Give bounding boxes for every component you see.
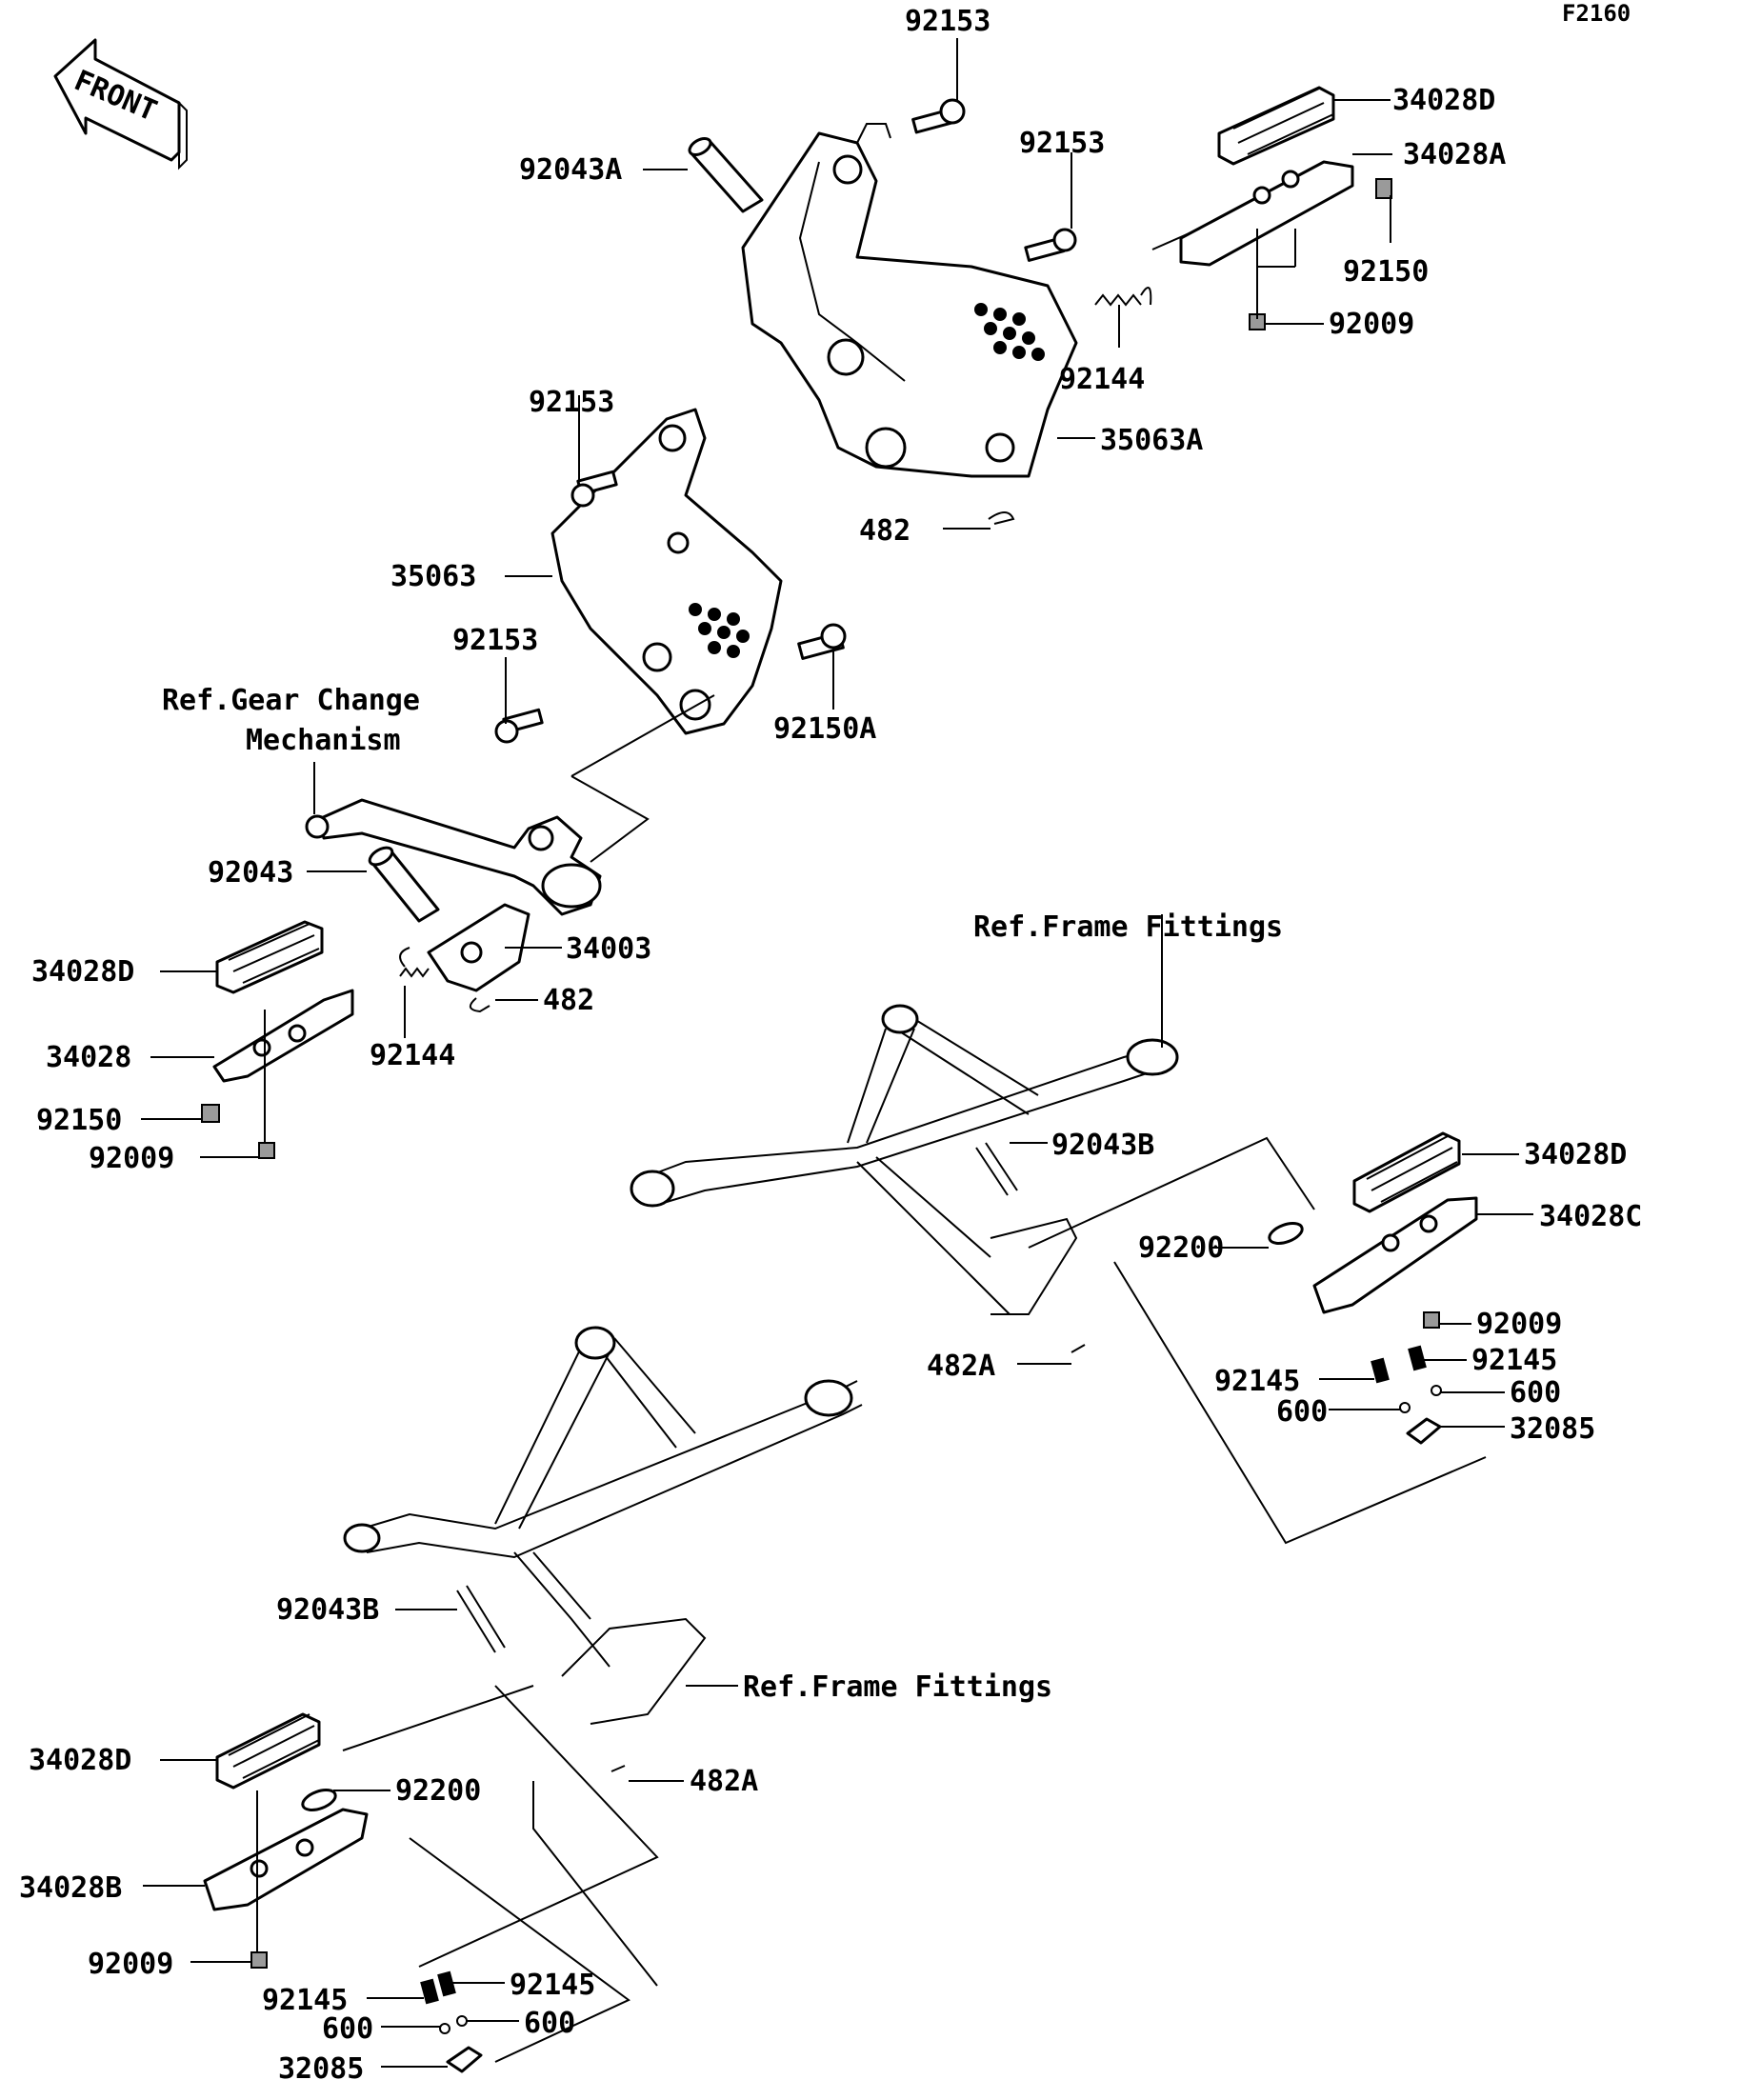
spring-92144-left [399, 947, 430, 978]
label-34028d-rr: 34028D [1524, 1138, 1627, 1171]
label-92150-right: 92150 [1343, 255, 1429, 289]
label-92153-top: 92153 [905, 5, 991, 38]
label-34028c: 34028C [1539, 1200, 1642, 1233]
bolt-92150-right [1375, 178, 1392, 199]
washer-92200-right [1268, 1222, 1304, 1245]
label-92200-left: 92200 [395, 1774, 481, 1808]
label-35063a: 35063A [1100, 424, 1203, 457]
pin-92043a [688, 136, 764, 213]
frame-bracket-right [630, 1004, 1179, 1315]
label-92009-right: 92009 [1329, 308, 1414, 341]
footpeg-34028a [1179, 160, 1354, 267]
label-32085-left: 32085 [278, 2052, 364, 2086]
clip-482a-left [610, 1765, 626, 1772]
label-482-right: 482 [859, 514, 911, 548]
label-32085-right: 32085 [1510, 1412, 1595, 1446]
label-34028: 34028 [46, 1041, 131, 1074]
label-92153-left2: 92153 [452, 624, 538, 657]
label-34028b: 34028B [19, 1871, 122, 1905]
footpeg-rubber-34028d-bl [215, 1712, 321, 1790]
bolt-92150-left [201, 1104, 220, 1123]
front-arrow-icon: FRONT [53, 38, 188, 170]
label-600-right2: 600 [1510, 1376, 1561, 1410]
springs-92145-left [420, 1970, 456, 2005]
bolt-92009-left [258, 1142, 275, 1159]
label-600-left2: 600 [524, 2007, 575, 2040]
pin-92043b-right [975, 1142, 1018, 1196]
footpeg-rubber-34028d-rr [1352, 1131, 1461, 1213]
springs-92145-right [1371, 1345, 1427, 1384]
footpeg-holder-34003 [427, 903, 530, 992]
label-92009-bottom-left: 92009 [88, 1948, 173, 1981]
clip-482-right [988, 511, 1015, 525]
footpeg-34028c [1312, 1196, 1478, 1314]
bolt-92153-top [911, 98, 966, 134]
frame-bracket-left [343, 1326, 863, 1725]
gear-change-pedal [305, 798, 602, 916]
label-92153-mid: 92153 [1019, 127, 1105, 160]
bolt-92009-rr [1423, 1311, 1440, 1329]
label-600-left1: 600 [322, 2012, 373, 2046]
label-92043: 92043 [208, 856, 293, 890]
right-footpeg-bracket-35063a [741, 123, 1078, 478]
bolt-92153-mid [1024, 228, 1077, 262]
label-34028d-right: 34028D [1392, 84, 1495, 117]
label-92153-left: 92153 [529, 386, 614, 419]
pin-92043 [368, 846, 440, 923]
label-92043b-left: 92043B [276, 1593, 379, 1627]
bolt-92153-left2 [494, 708, 544, 744]
label-92009-left: 92009 [89, 1142, 174, 1175]
label-92145-left1: 92145 [262, 1984, 348, 2017]
bolt-92009-bl [250, 1951, 268, 1969]
label-92145-right1: 92145 [1214, 1365, 1300, 1398]
label-92150-left: 92150 [36, 1104, 122, 1137]
plate-32085-left [446, 2046, 483, 2073]
label-482a-right: 482A [927, 1350, 995, 1383]
leader-lines [141, 38, 1533, 2068]
label-92009-rr: 92009 [1476, 1308, 1562, 1341]
label-34028a: 34028A [1403, 138, 1506, 171]
label-92043b-right: 92043B [1051, 1129, 1154, 1162]
balls-600-right [1399, 1385, 1442, 1413]
label-ref-gear-change-1: Ref.Gear Change [162, 684, 420, 717]
label-ref-gear-change-2: Mechanism [246, 724, 401, 757]
footpeg-34028 [212, 989, 354, 1083]
left-footpeg-bracket-35063 [550, 408, 783, 735]
bolt-92150a [797, 623, 847, 660]
label-34003: 34003 [566, 932, 651, 966]
label-92145-left2: 92145 [510, 1969, 595, 2002]
bolt-92153-left [570, 470, 618, 508]
balls-600-left [439, 2015, 468, 2034]
footpeg-34028b [203, 1808, 369, 1911]
label-92145-right2: 92145 [1471, 1344, 1557, 1377]
label-92144-left: 92144 [370, 1039, 455, 1072]
footpeg-rubber-34028d-left [215, 920, 324, 994]
clip-482a-right [1071, 1344, 1086, 1353]
plate-32085-right [1406, 1417, 1442, 1445]
spring-92144-right [1094, 287, 1152, 307]
label-92150a: 92150A [773, 712, 876, 746]
label-ref-frame-fittings-bottom: Ref.Frame Fittings [743, 1670, 1052, 1704]
label-35063: 35063 [390, 560, 476, 593]
label-600-right1: 600 [1276, 1395, 1328, 1429]
label-34028d-left: 34028D [31, 955, 134, 989]
label-92144-right: 92144 [1059, 363, 1145, 396]
pin-92043b-left [456, 1585, 506, 1653]
label-92200-right: 92200 [1138, 1231, 1224, 1265]
label-ref-frame-fittings-top: Ref.Frame Fittings [973, 910, 1283, 944]
figure-code: F2160 [1562, 0, 1631, 27]
label-482a-left: 482A [690, 1765, 758, 1798]
label-482-left: 482 [543, 984, 594, 1017]
label-92043a: 92043A [519, 153, 622, 187]
washer-92200-left [301, 1789, 337, 1811]
label-34028d-bottom-left: 34028D [29, 1744, 131, 1777]
footpeg-rubber-34028d-right [1217, 86, 1335, 166]
clip-482-left [470, 997, 490, 1013]
